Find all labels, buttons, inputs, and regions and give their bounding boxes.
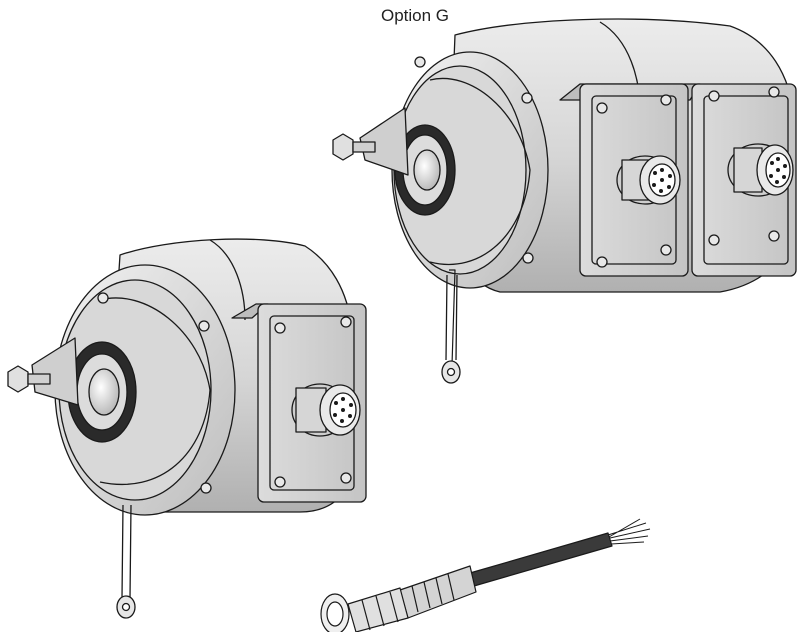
screw-icon bbox=[521, 92, 533, 104]
screw-icon bbox=[97, 292, 109, 304]
screw-icon bbox=[708, 90, 720, 102]
shaft-bore bbox=[88, 368, 120, 416]
screw-icon bbox=[596, 102, 608, 114]
torque-arm bbox=[359, 107, 409, 176]
screw-icon bbox=[522, 252, 534, 264]
hex-bolt bbox=[332, 133, 354, 161]
torque-arm bbox=[31, 337, 79, 406]
bolt-shank bbox=[352, 141, 376, 153]
screw-icon bbox=[708, 234, 720, 246]
flange-step bbox=[429, 77, 531, 266]
coupling-nut bbox=[347, 587, 409, 632]
tether-strap bbox=[449, 269, 456, 366]
screw-icon bbox=[340, 472, 352, 484]
bolt-shank bbox=[27, 373, 51, 385]
screw-icon bbox=[414, 56, 426, 68]
screw-icon bbox=[274, 322, 286, 334]
connector-body bbox=[399, 565, 477, 619]
screw-icon bbox=[768, 86, 780, 98]
screw-icon bbox=[660, 244, 672, 256]
cable-jacket bbox=[469, 532, 613, 587]
shaft-bore bbox=[413, 149, 441, 191]
encoder-dual-connector bbox=[332, 18, 797, 384]
connector-cable bbox=[320, 518, 651, 632]
encoder-single-connector bbox=[7, 238, 367, 619]
screw-icon bbox=[660, 94, 672, 106]
cable-wires bbox=[607, 518, 651, 545]
screw-icon bbox=[596, 256, 608, 268]
screw-icon bbox=[340, 316, 352, 328]
screw-icon bbox=[274, 476, 286, 488]
hex-bolt bbox=[7, 365, 29, 393]
flange-step bbox=[99, 297, 211, 486]
screw-icon bbox=[768, 230, 780, 242]
figure-caption: Option G bbox=[380, 6, 450, 25]
screw-icon bbox=[198, 320, 210, 332]
screw-icon bbox=[200, 482, 212, 494]
